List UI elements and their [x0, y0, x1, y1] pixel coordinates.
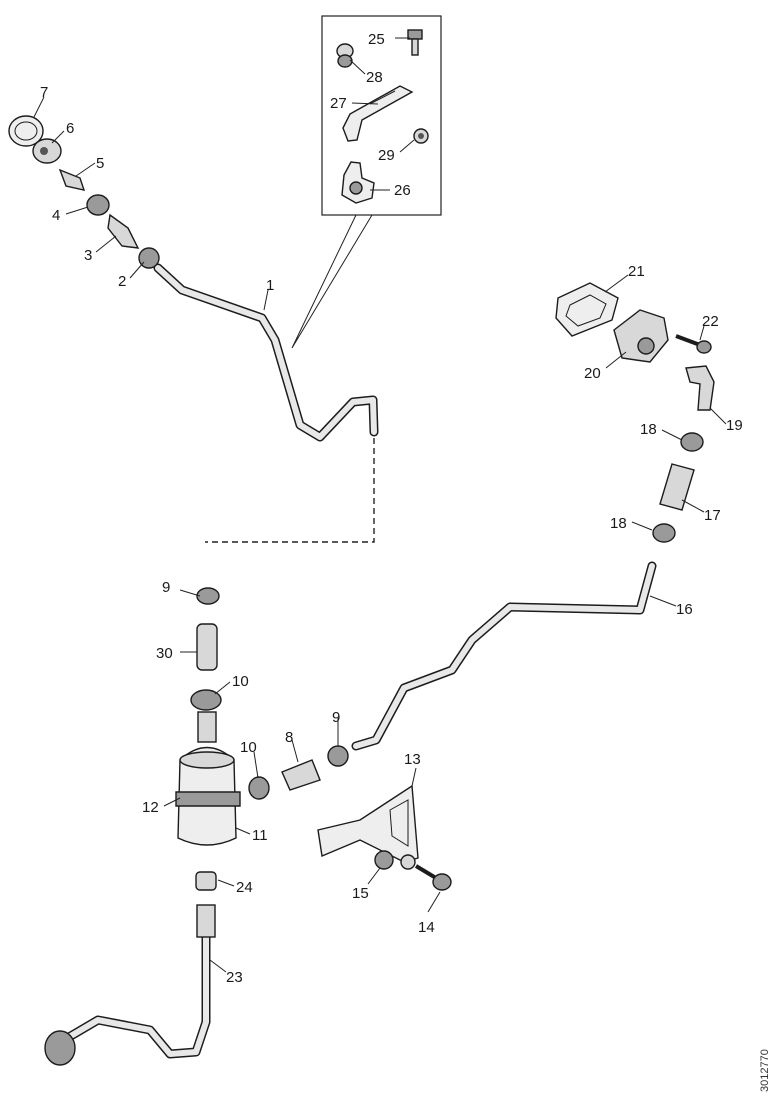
pipe-16	[351, 561, 657, 751]
callout-30: 30	[156, 645, 173, 662]
clamp-10-top	[190, 689, 222, 711]
callout-28: 28	[366, 69, 383, 86]
hose-17	[659, 463, 695, 511]
nut-29	[413, 128, 429, 144]
callout-27: 27	[330, 95, 347, 112]
callout-16: 16	[676, 601, 693, 618]
strap-12	[175, 791, 241, 807]
inset-leader	[291, 214, 373, 349]
leader-lines	[33, 37, 727, 973]
hose-5	[58, 168, 86, 191]
callout-3: 3	[84, 247, 92, 264]
callout-22: 22	[702, 313, 719, 330]
callout-2: 2	[118, 273, 126, 290]
pipe-23	[59, 905, 211, 1059]
filler-cap-7	[8, 115, 44, 147]
callout-29: 29	[378, 147, 395, 164]
bolt-25	[407, 29, 423, 56]
callout-5: 5	[96, 155, 104, 172]
hose-8	[281, 759, 321, 791]
callout-14: 14	[418, 919, 435, 936]
clamp-26	[341, 161, 375, 204]
detail-inset-frame	[321, 15, 442, 216]
callout-15: 15	[352, 885, 369, 902]
bracket-13	[317, 784, 419, 863]
clamp-9-top	[196, 587, 220, 605]
clamp-18-lower	[652, 523, 676, 543]
callout-21: 21	[628, 263, 645, 280]
callout-18-upper: 18	[640, 421, 657, 438]
callout-10-top: 10	[232, 673, 249, 690]
connector-24	[195, 871, 217, 891]
callout-26: 26	[394, 182, 411, 199]
callout-23: 23	[226, 969, 243, 986]
callout-10-right: 10	[240, 739, 257, 756]
callout-13: 13	[404, 751, 421, 768]
nut-15	[374, 850, 394, 870]
pipe-23-end-fitting	[44, 1030, 76, 1066]
callout-12: 12	[142, 799, 159, 816]
clamp-4	[86, 194, 110, 216]
sleeve-3	[107, 213, 140, 249]
washer	[400, 854, 416, 870]
callout-1: 1	[266, 277, 274, 294]
fuel-filter-11	[177, 711, 237, 846]
clamp-18-upper	[680, 432, 704, 452]
nut-28	[336, 43, 354, 68]
callout-7: 7	[40, 84, 48, 101]
callout-6: 6	[66, 120, 74, 137]
clamp-2	[138, 247, 160, 269]
callout-9-top: 9	[162, 579, 170, 596]
callout-24: 24	[236, 879, 253, 896]
bracket-27	[342, 85, 414, 142]
bolt-14	[414, 864, 452, 891]
callout-17: 17	[704, 507, 721, 524]
callout-20: 20	[584, 365, 601, 382]
clamp-9-right	[327, 745, 349, 767]
hose-30	[196, 623, 218, 671]
drawing-code: 3012770	[759, 1049, 771, 1092]
flange-20	[613, 309, 669, 363]
bolt-22	[675, 334, 712, 354]
callout-25: 25	[368, 31, 385, 48]
callout-8: 8	[285, 729, 293, 746]
callout-11: 11	[252, 827, 268, 844]
callout-9-right: 9	[332, 709, 340, 726]
dashed-connector	[205, 438, 375, 543]
pipe-23-fitting	[196, 904, 216, 938]
callout-18-lower: 18	[610, 515, 627, 532]
callout-4: 4	[52, 207, 60, 224]
gasket-21	[555, 282, 619, 337]
elbow-19	[685, 365, 715, 411]
callout-19: 19	[726, 417, 743, 434]
clamp-10-right	[248, 776, 270, 800]
